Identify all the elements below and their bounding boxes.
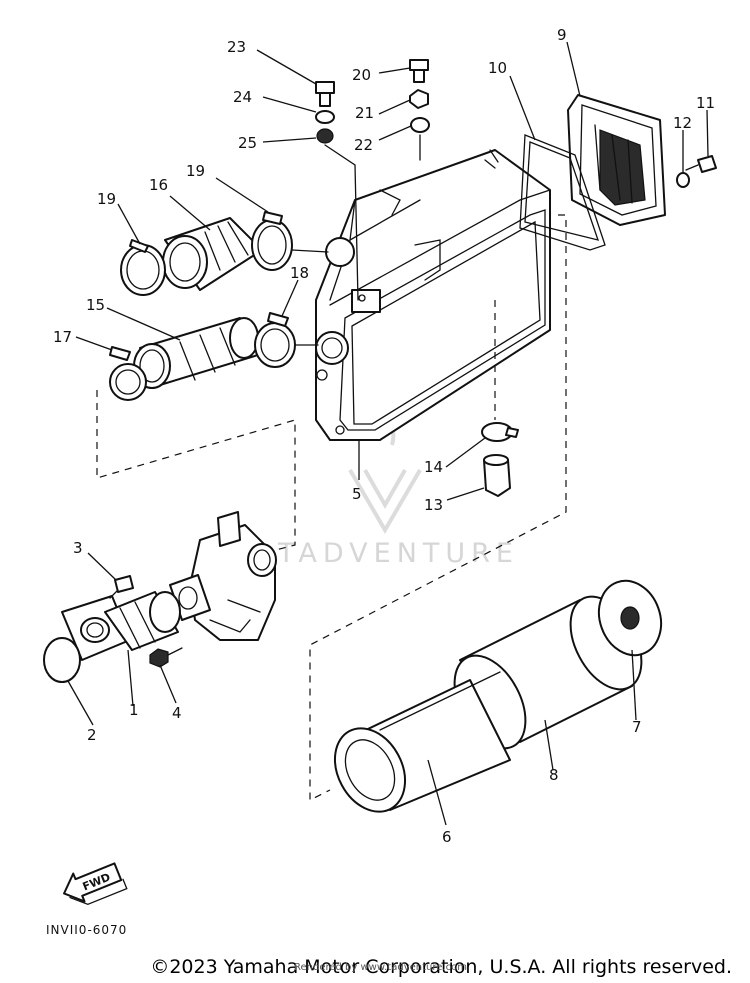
part-label-10: 10 <box>488 59 507 77</box>
part-label-2: 2 <box>87 726 97 744</box>
watermark-text: TADVENTURE <box>277 538 519 569</box>
joint-16[interactable] <box>162 217 263 291</box>
clamp-18[interactable] <box>254 312 296 368</box>
part-label-5: 5 <box>352 485 362 503</box>
part-label-12: 12 <box>673 114 692 132</box>
washer-22[interactable] <box>410 117 430 133</box>
intake-manifold[interactable] <box>61 591 181 661</box>
cover-gasket[interactable] <box>519 134 606 251</box>
leader-lines <box>67 41 709 826</box>
fwd-arrow-icon: FWD <box>63 862 128 906</box>
part-label-21: 21 <box>355 104 374 122</box>
part-label-19-left: 19 <box>97 190 116 208</box>
part-label-19-right: 19 <box>186 162 205 180</box>
part-label-23: 23 <box>227 38 246 56</box>
part-label-13: 13 <box>424 496 443 514</box>
bolt-20[interactable] <box>409 59 429 83</box>
part-label-15: 15 <box>86 296 105 314</box>
part-label-8: 8 <box>549 766 559 784</box>
nut-4[interactable] <box>149 648 169 668</box>
part-label-11: 11 <box>696 94 715 112</box>
rendered-by-credit: Rendered by www.tadventure.com <box>294 962 467 973</box>
part-label-20: 20 <box>352 66 371 84</box>
bolt-23[interactable] <box>315 81 335 107</box>
part-label-14: 14 <box>424 458 443 476</box>
clamp-19-right[interactable] <box>251 211 293 271</box>
part-label-1: 1 <box>129 701 139 719</box>
clamp-19-left[interactable] <box>120 239 166 296</box>
part-label-18: 18 <box>290 264 309 282</box>
part-label-16: 16 <box>149 176 168 194</box>
screw-3[interactable] <box>109 575 134 599</box>
part-label-3: 3 <box>73 539 83 557</box>
part-label-24: 24 <box>233 88 252 106</box>
air-box[interactable] <box>315 149 551 441</box>
grommet-25[interactable] <box>316 128 334 144</box>
screw-11[interactable] <box>685 155 717 173</box>
hose-band-14[interactable] <box>481 422 519 442</box>
part-label-7: 7 <box>632 718 642 736</box>
filter-guide-6[interactable] <box>321 671 511 824</box>
assembly-line-element <box>309 214 567 801</box>
part-label-9: 9 <box>557 26 567 44</box>
part-label-17: 17 <box>53 328 72 346</box>
assembly-line-19 <box>291 249 329 253</box>
assembly-line-4 <box>167 647 183 656</box>
element-seat-7[interactable] <box>589 572 671 664</box>
air-box-cover[interactable] <box>567 94 666 226</box>
part-label-22: 22 <box>354 136 373 154</box>
drain-hose-13[interactable] <box>483 454 511 497</box>
part-label-4: 4 <box>172 704 182 722</box>
washer-24[interactable] <box>315 110 335 124</box>
part-labels: 1 2 3 4 5 6 7 8 9 10 11 12 13 14 15 16 1… <box>53 26 715 846</box>
copyright-notice: ©2023 Yamaha Motor Corporation, U.S.A. A… <box>150 956 732 978</box>
assembly-line-25 <box>324 144 359 301</box>
part-label-6: 6 <box>442 828 452 846</box>
clamp-17[interactable] <box>109 346 147 401</box>
carburetor[interactable] <box>169 511 277 641</box>
drawing-code: INVII0-6070 <box>46 923 128 937</box>
nut-21[interactable] <box>409 89 429 109</box>
part-label-25: 25 <box>238 134 257 152</box>
o-ring-2[interactable] <box>43 637 81 683</box>
washer-12[interactable] <box>676 172 690 188</box>
assembly-line-carburetor <box>96 390 296 553</box>
